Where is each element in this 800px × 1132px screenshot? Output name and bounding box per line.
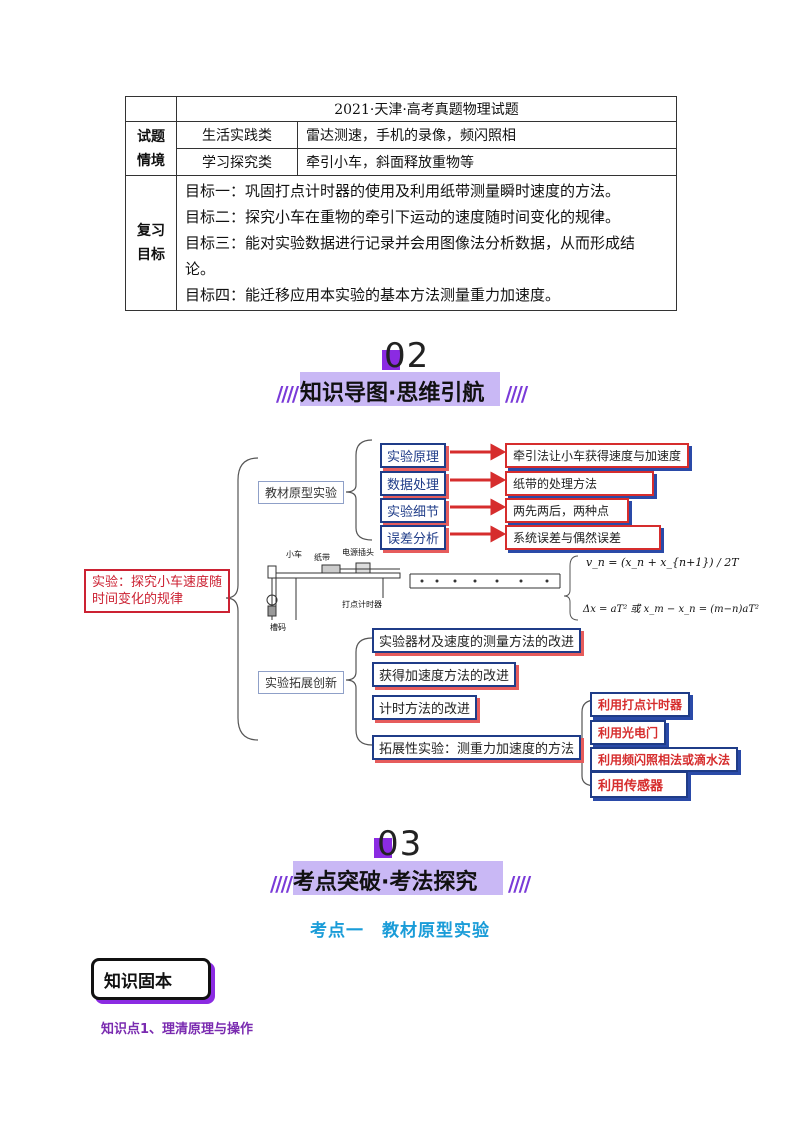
branch-textbook-experiment: 教材原型实验 — [258, 481, 345, 504]
node-principle: 实验原理 — [380, 443, 447, 468]
topic-title: 考点一 教材原型实验 — [310, 921, 490, 941]
node-details: 实验细节 — [380, 498, 447, 523]
knowledge-point-heading: 知识点1、理清原理与操作 — [101, 1022, 254, 1037]
goal-line: 目标四：能迁移应用本实验的基本方法测量重力加速度。 — [185, 286, 561, 304]
ext-node-apparatus: 实验器材及速度的测量方法的改进 — [372, 628, 582, 653]
label-timer: 打点计时器 — [342, 600, 382, 609]
formula-velocity: v_n = (x_n + x_{n+1}) / 2T — [586, 556, 739, 569]
section-title: 知识导图·思维引航 — [300, 381, 485, 406]
decor-slashes-left: //// — [270, 872, 293, 896]
goals-cell: 目标一：巩固打点计时器的使用及利用纸带测量瞬时速度的方法。 目标二：探究小车在重… — [176, 175, 677, 311]
mindmap-root: 实验：探究小车速度随时间变化的规律 — [84, 569, 230, 613]
goal-line: 论。 — [185, 260, 216, 278]
ext-node-gravity: 拓展性实验：测重力加速度的方法 — [372, 735, 582, 760]
ext-node-acceleration: 获得加速度方法的改进 — [372, 662, 517, 687]
node-error-analysis: 误差分析 — [380, 525, 447, 550]
method-timer: 利用打点计时器 — [590, 692, 691, 717]
method-strobe: 利用频闪照相法或滴水法 — [590, 747, 739, 772]
detail-error-analysis: 系统误差与偶然误差 — [505, 525, 661, 550]
section-title: 考点突破·考法探究 — [293, 870, 478, 895]
scenario-label-text: 试题 情境 — [137, 128, 165, 169]
decor-slashes-left: //// — [276, 382, 299, 406]
detail-details: 两先两后，两种点 — [505, 498, 629, 523]
section-banner — [300, 372, 500, 406]
badge-label: 知识固本 — [104, 972, 172, 992]
method-sensor: 利用传感器 — [590, 771, 688, 798]
label-tape: 纸带 — [314, 553, 330, 562]
detail-principle: 牵引法让小车获得速度与加速度 — [505, 443, 690, 468]
label-plug: 电源插头 — [342, 548, 374, 557]
badge-knowledge: 知识固本 — [91, 958, 211, 1000]
scenario-category: 生活实践类 — [176, 121, 298, 149]
goal-line: 目标一：巩固打点计时器的使用及利用纸带测量瞬时速度的方法。 — [185, 182, 621, 200]
number-accent-block — [374, 838, 392, 858]
decor-slashes-right: //// — [508, 872, 531, 896]
number-accent-block — [382, 350, 400, 370]
exam-info-table: 2021·天津·高考真题物理试题 试题 情境 生活实践类 雷达测速，手机的录像，… — [125, 96, 677, 311]
formula-acceleration: Δx = aT² 或 x_m − x_n = (m−n)aT² — [583, 604, 760, 615]
branch-extension: 实验拓展创新 — [258, 671, 345, 694]
goal-line: 目标三：能对实验数据进行记录并会用图像法分析数据，从而形成结 — [185, 234, 636, 252]
section-number: 02 — [384, 336, 430, 376]
section-number: 03 — [377, 824, 423, 864]
detail-data-processing: 纸带的处理方法 — [505, 471, 654, 496]
goals-label-text: 复习 目标 — [137, 223, 165, 263]
label-weights: 槽码 — [270, 623, 286, 632]
decor-slashes-right: //// — [505, 382, 528, 406]
label-cart: 小车 — [286, 550, 302, 559]
scenario-content: 牵引小车，斜面释放重物等 — [297, 148, 677, 176]
section-banner — [293, 861, 503, 895]
goal-line: 目标二：探究小车在重物的牵引下运动的速度随时间变化的规律。 — [185, 208, 621, 226]
method-photogate: 利用光电门 — [590, 720, 667, 745]
ext-node-timing: 计时方法的改进 — [372, 695, 478, 720]
node-data-processing: 数据处理 — [380, 471, 447, 496]
goals-label: 复习 目标 — [125, 175, 177, 311]
scenario-content: 雷达测速，手机的录像，频闪照相 — [297, 121, 677, 149]
